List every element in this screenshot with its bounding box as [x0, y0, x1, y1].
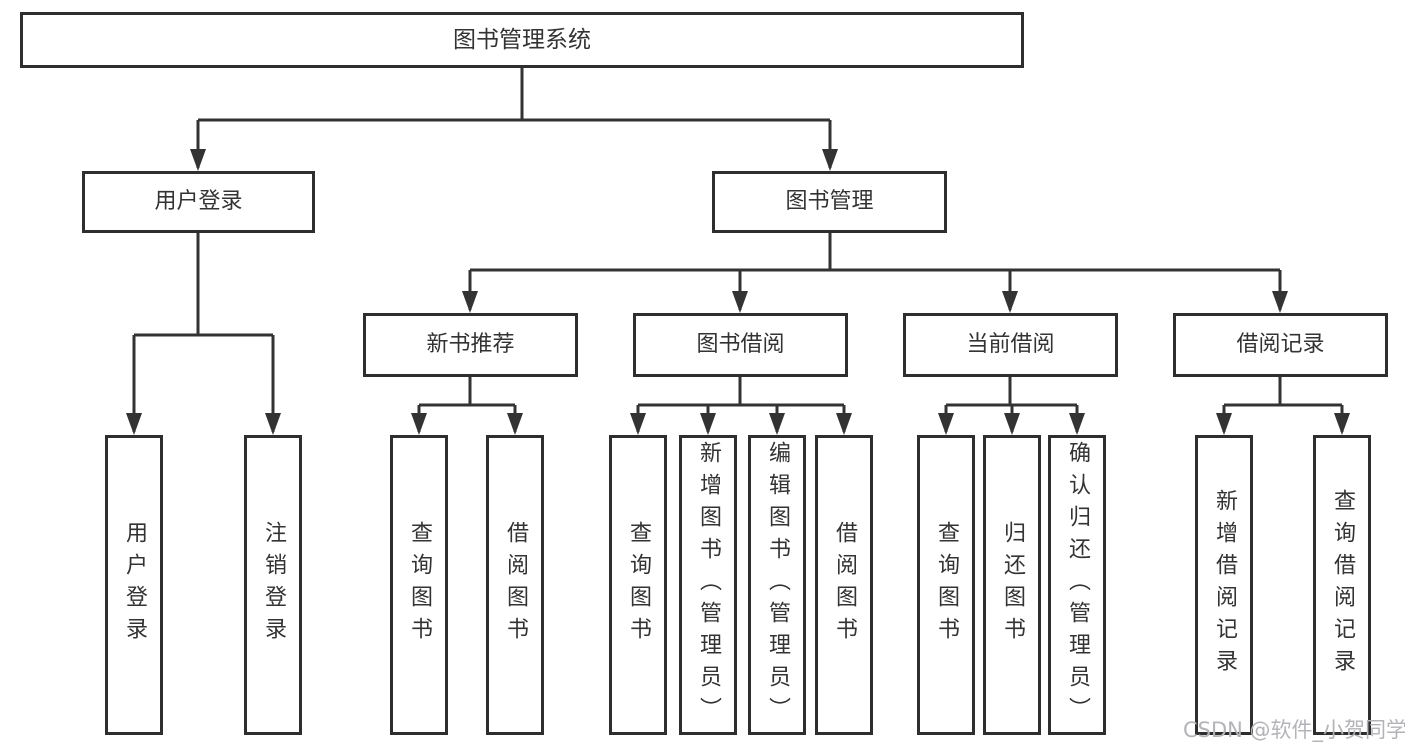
leaf-user-login: 用户登录: [105, 435, 163, 735]
node-label: 当前借阅: [966, 332, 1055, 357]
leaf-add-borrow-record: 新增借阅记录: [1195, 435, 1253, 735]
leaf-query-books-borrowing: 查询图书: [609, 435, 667, 735]
node-book-borrowing: 图书借阅: [633, 313, 848, 377]
connector-book-management-to-level3: [468, 233, 1282, 310]
arrowheads: [126, 149, 1350, 435]
node-user-login: 用户登录: [82, 171, 315, 233]
node-label: 注销登录: [261, 521, 286, 649]
node-label: 查询图书: [934, 521, 959, 649]
node-label: 用户登录: [122, 521, 147, 649]
node-label: 图书借阅: [696, 332, 785, 357]
node-current-borrowing: 当前借阅: [903, 313, 1118, 377]
leaf-query-books-current: 查询图书: [917, 435, 975, 735]
node-label: 确认归还（管理员）: [1065, 441, 1090, 729]
node-label: 新增借阅记录: [1212, 489, 1237, 681]
node-label: 借阅图书: [503, 521, 528, 649]
leaf-edit-books-admin: 编辑图书（管理员）: [748, 435, 806, 735]
csdn-watermark: CSDN @软件_小贺同学: [1183, 718, 1405, 742]
leaf-logout: 注销登录: [244, 435, 302, 735]
node-label: 图书管理: [785, 189, 874, 214]
leaf-borrow-books: 借阅图书: [815, 435, 873, 735]
connector-borrowing-records-to-leaves: [1222, 377, 1344, 432]
node-label: 新书推荐: [426, 332, 515, 357]
connector-root-to-level2: [196, 68, 832, 168]
node-label: 图书管理系统: [453, 26, 591, 53]
leaf-query-books-recommend: 查询图书: [390, 435, 448, 735]
connector-paths: [132, 68, 1344, 432]
leaf-borrow-books-recommend: 借阅图书: [486, 435, 544, 735]
node-label: 借阅图书: [832, 521, 857, 649]
node-label: 编辑图书（管理员）: [765, 441, 790, 729]
node-label: 归还图书: [1000, 521, 1025, 649]
node-book-management: 图书管理: [712, 171, 947, 233]
leaf-return-books: 归还图书: [983, 435, 1041, 735]
leaf-confirm-return-admin: 确认归还（管理员）: [1048, 435, 1106, 735]
leaf-add-books-admin: 新增图书（管理员）: [679, 435, 737, 735]
node-label: 查询图书: [626, 521, 651, 649]
connector-user-login-to-leaves: [132, 233, 275, 432]
node-label: 用户登录: [154, 189, 243, 214]
node-library-management-system: 图书管理系统: [20, 12, 1024, 68]
node-label: 查询借阅记录: [1330, 489, 1355, 681]
node-label: 新增图书（管理员）: [696, 441, 721, 729]
node-borrowing-records: 借阅记录: [1173, 313, 1388, 377]
node-label: 查询图书: [407, 521, 432, 649]
connector-book-borrowing-to-leaves: [636, 377, 846, 432]
node-label: 借阅记录: [1236, 332, 1325, 357]
leaf-query-borrow-record: 查询借阅记录: [1313, 435, 1371, 735]
node-new-book-recommend: 新书推荐: [363, 313, 578, 377]
connector-new-book-recommend-to-leaves: [417, 377, 517, 432]
